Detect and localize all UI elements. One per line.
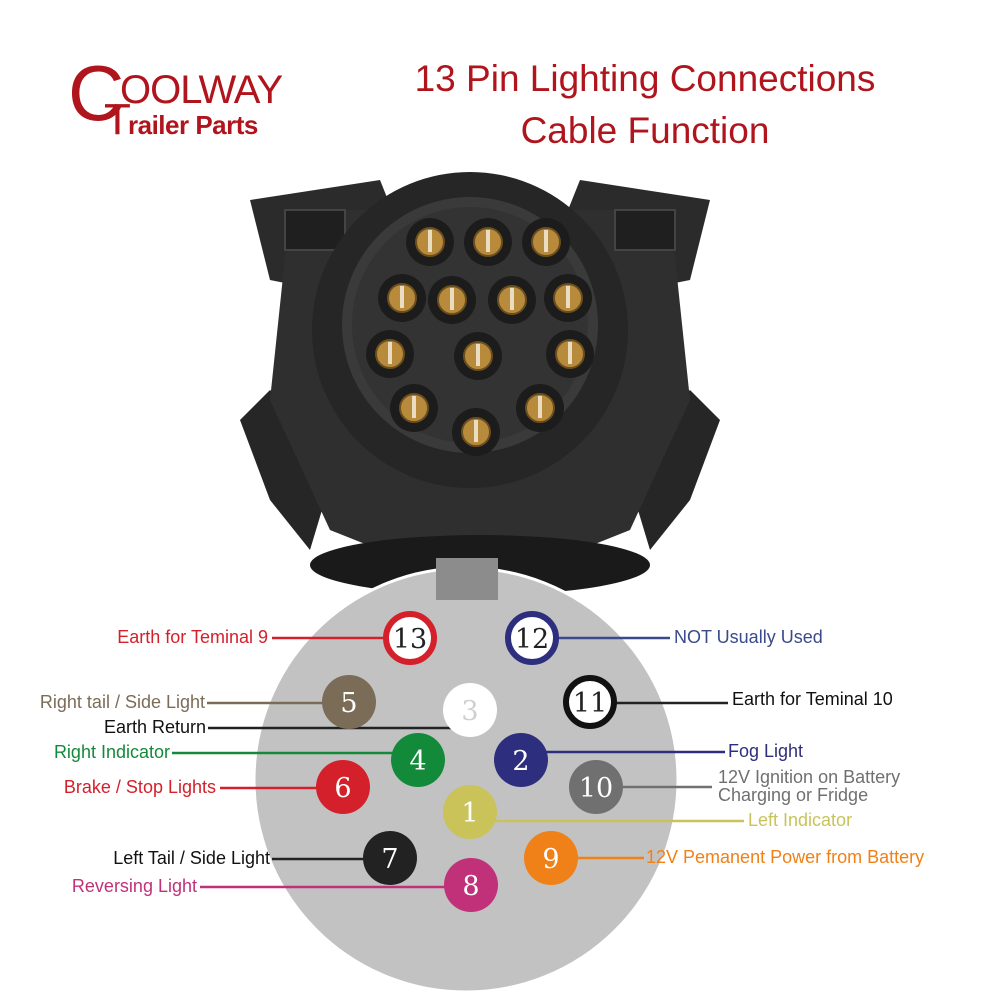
pin-7-label: Left Tail / Side Light bbox=[113, 849, 270, 867]
pin-3-label-text: Earth Return bbox=[103, 717, 206, 737]
pin-6-circle bbox=[316, 760, 370, 814]
pin-12-label: NOT Usually Used bbox=[674, 628, 823, 646]
pin-1-circle bbox=[443, 785, 497, 839]
photo-pin-slot bbox=[510, 288, 514, 310]
pin-13-label-text: Earth for Teminal 9 bbox=[117, 627, 268, 647]
coolway-logo: C OOLWAY T railer Parts bbox=[68, 54, 328, 150]
pin-11: 11 bbox=[563, 675, 617, 729]
photo-pin-slot bbox=[538, 396, 542, 418]
pin-10-label-text-line2: Charging or Fridge bbox=[718, 785, 869, 805]
pin-4-label: Right Indicator bbox=[54, 743, 170, 761]
photo-pin-slot bbox=[486, 230, 490, 252]
pin-1: 1 bbox=[443, 785, 497, 839]
pin-8-number: 8 bbox=[462, 871, 479, 902]
pin-8-circle bbox=[444, 858, 498, 912]
logo-word-coolway: OOLWAY bbox=[120, 68, 283, 112]
photo-pin-slot bbox=[400, 286, 404, 308]
photo-pin-slot bbox=[474, 420, 478, 442]
pin-9: 9 bbox=[524, 831, 578, 885]
pin-10-label-text: 12V Ignition on Battery bbox=[718, 767, 901, 787]
pin-2-label-text: Fog Light bbox=[728, 741, 804, 761]
pin-6-number: 6 bbox=[334, 773, 351, 804]
photo-pin-slot bbox=[476, 344, 480, 366]
pin-7-label-text: Left Tail / Side Light bbox=[113, 848, 270, 868]
pin-12-circle bbox=[505, 611, 559, 665]
pin-4-label-text: Right Indicator bbox=[53, 742, 170, 762]
pin-6-label: Brake / Stop Lights bbox=[64, 778, 216, 796]
photo-pin-slot bbox=[544, 230, 548, 252]
page-title-line2: Cable Function bbox=[520, 110, 770, 151]
pin-4-number: 4 bbox=[409, 746, 426, 777]
pin-12-label-text: NOT Usually Used bbox=[674, 627, 823, 647]
pin-10-circle bbox=[569, 760, 623, 814]
photo-pin-slot bbox=[450, 288, 454, 310]
pin-3-circle bbox=[443, 683, 497, 737]
pin-2: 2 bbox=[494, 733, 548, 787]
pin-7-number: 7 bbox=[381, 844, 398, 875]
pin-5-circle bbox=[322, 675, 376, 729]
pin-13: 13 bbox=[383, 611, 437, 665]
photo-pin-slot bbox=[412, 396, 416, 418]
pin-2-circle bbox=[494, 733, 548, 787]
connector-photo bbox=[240, 172, 720, 595]
pin-10: 10 bbox=[569, 760, 623, 814]
pin-9-label: 12V Pemanent Power from Battery bbox=[646, 848, 924, 866]
pin-9-circle bbox=[524, 831, 578, 885]
photo-pin-slot bbox=[566, 286, 570, 308]
pin-3: 3 bbox=[443, 683, 497, 737]
pin-12: 12 bbox=[505, 611, 559, 665]
pin-8: 8 bbox=[444, 858, 498, 912]
pin-1-label: Left Indicator bbox=[748, 811, 852, 829]
pin-13-label: Earth for Teminal 9 bbox=[117, 628, 268, 646]
pin-10-number: 10 bbox=[579, 773, 613, 804]
pin-8-label: Reversing Light bbox=[72, 877, 197, 895]
pin-13-circle bbox=[383, 611, 437, 665]
page-title-line1: 13 Pin Lighting Connections bbox=[414, 58, 876, 99]
pin-12-number: 12 bbox=[515, 624, 549, 655]
pin-7-circle bbox=[363, 831, 417, 885]
pin-1-number: 1 bbox=[461, 798, 478, 829]
pin-8-label-text: Reversing Light bbox=[71, 876, 197, 896]
pin-4-circle bbox=[391, 733, 445, 787]
pin-5: 5 bbox=[322, 675, 376, 729]
pin-11-label-text: Earth for Teminal 10 bbox=[732, 689, 893, 709]
pin-13-number: 13 bbox=[393, 624, 427, 655]
pin-5-label: Right tail / Side Light bbox=[40, 693, 205, 711]
connector-pin-holes bbox=[366, 218, 594, 456]
pin-6-label-text: Brake / Stop Lights bbox=[63, 777, 216, 797]
pin-11-circle bbox=[563, 675, 617, 729]
socket-key-notch bbox=[436, 558, 498, 600]
photo-pin-slot bbox=[428, 230, 432, 252]
photo-pin-slot bbox=[568, 342, 572, 364]
pin-9-number: 9 bbox=[542, 844, 559, 875]
pin-4: 4 bbox=[391, 733, 445, 787]
pin-9-label-text: 12V Pemanent Power from Battery bbox=[646, 847, 925, 867]
pin-5-number: 5 bbox=[340, 688, 357, 719]
pin-11-number: 11 bbox=[573, 688, 607, 719]
logo-word-trailer-parts: railer Parts bbox=[128, 110, 258, 140]
pin-1-label-text: Left Indicator bbox=[748, 810, 853, 830]
logo-initial-c: C bbox=[68, 49, 125, 137]
pin-6: 6 bbox=[316, 760, 370, 814]
pin-7: 7 bbox=[363, 831, 417, 885]
pin-2-label: Fog Light bbox=[728, 742, 803, 760]
pin-3-label: Earth Return bbox=[104, 718, 206, 736]
photo-pin-slot bbox=[388, 342, 392, 364]
pin-5-label-text: Right tail / Side Light bbox=[39, 692, 205, 712]
pin-2-number: 2 bbox=[512, 746, 529, 777]
pin-11-label: Earth for Teminal 10 bbox=[732, 690, 893, 708]
pin-3-number: 3 bbox=[461, 696, 478, 727]
logo-initial-t: T bbox=[104, 95, 131, 144]
